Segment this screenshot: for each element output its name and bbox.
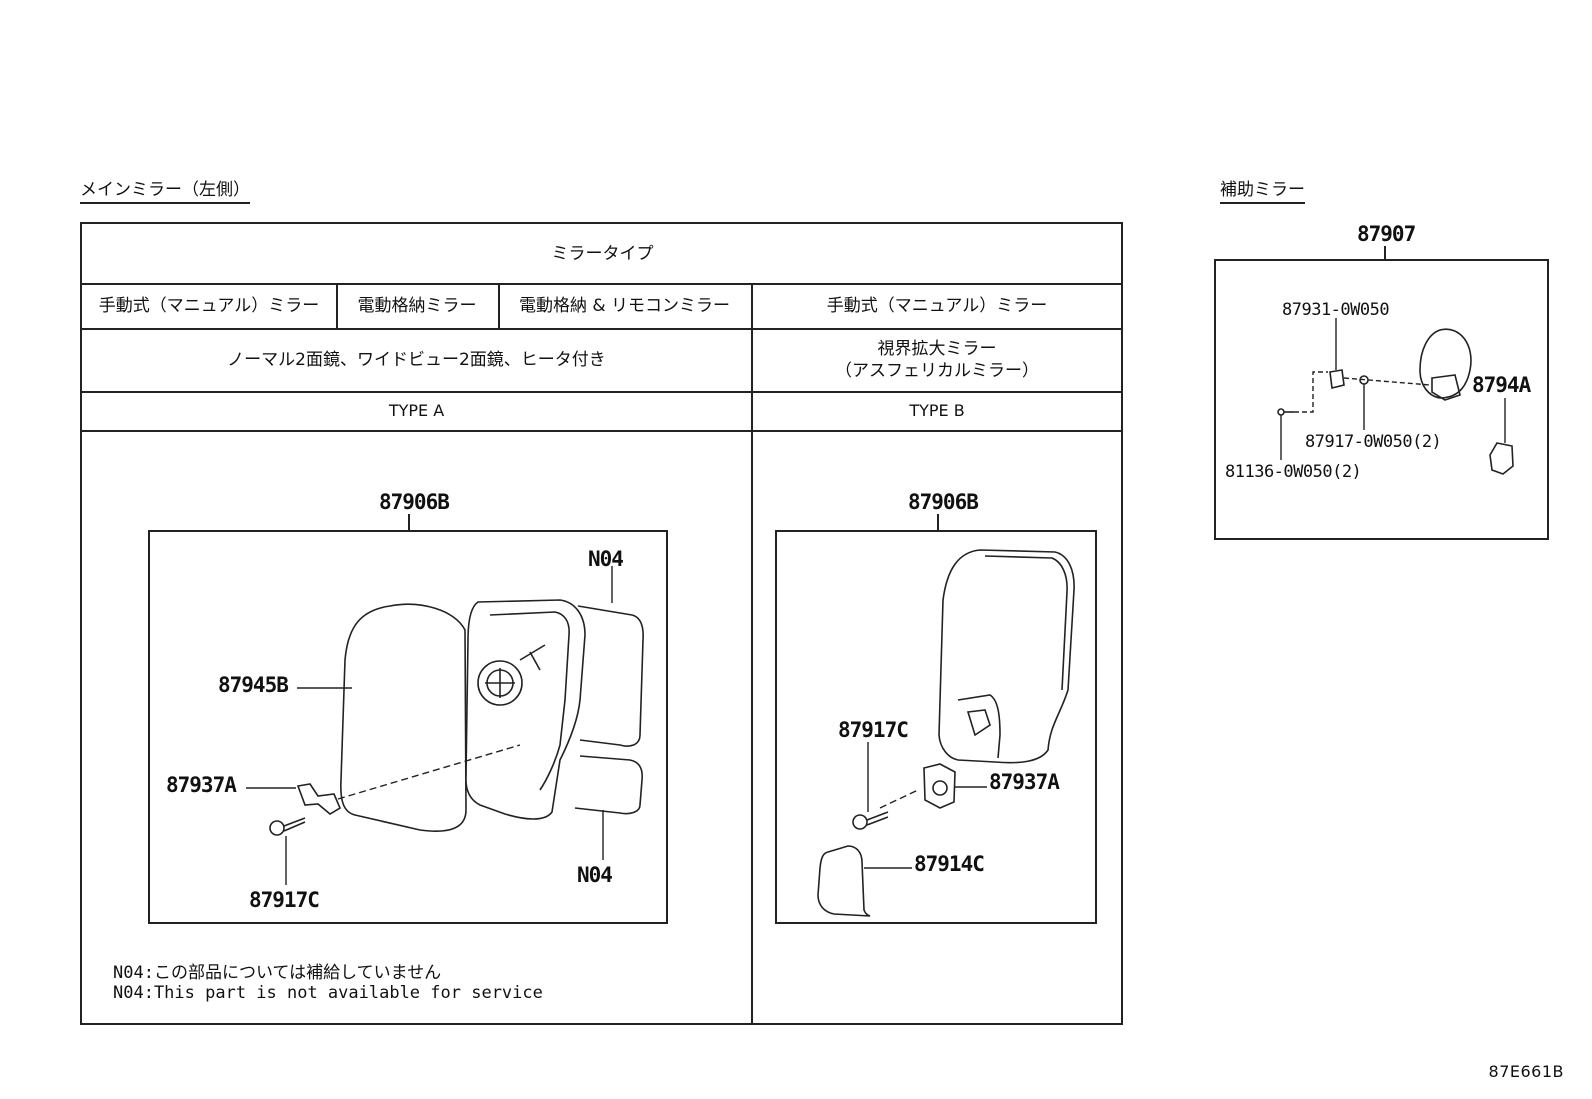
type-a-n04-bottom-label: N04 [577, 863, 613, 887]
note-jp: N04:この部品については補給していません [113, 963, 442, 983]
type-b-assembly-label: 87906B [908, 490, 979, 514]
aux-assembly-label: 87907 [1357, 222, 1416, 246]
table-header: ミラータイプ [551, 243, 654, 264]
mirror-housing-87906b [938, 549, 1075, 764]
type-b-drawing [817, 549, 1075, 917]
aux-box [1214, 259, 1549, 540]
type-power-fold-remote: 電動格納 & リモコンミラー [518, 296, 731, 316]
type-b-box [775, 530, 1097, 924]
aux-mirror-heading: 補助ミラー [1220, 180, 1305, 204]
diagram-id: 87E661B [1488, 1062, 1564, 1081]
type-a-n04-top-label: N04 [588, 547, 624, 571]
type-b-bracket-label: 87937A [989, 770, 1060, 794]
mirror-glass-87945b [340, 603, 467, 832]
type-a-mirror-label: 87945B [218, 673, 289, 697]
note-en: N04:This part is not available for servi… [113, 983, 543, 1003]
main-mirror-heading: メインミラー（左側） [80, 180, 250, 204]
features-b-line2: （アスフェリカルミラー） [835, 360, 1039, 381]
features-b: 視界拡大ミラー （アスフェリカルミラー） [751, 328, 1123, 391]
type-manual: 手動式（マニュアル）ミラー [98, 296, 320, 316]
type-b-cover-label: 87914C [914, 852, 985, 876]
type-a-screw-label: 87917C [249, 888, 320, 912]
aux-nut-label: 87917-0W050(2) [1305, 432, 1442, 452]
aux-bolt-label: 81136-0W050(2) [1225, 462, 1362, 482]
aux-stay-label: 8794A [1472, 373, 1531, 397]
type-a-drawing [269, 599, 644, 836]
type-manual-b: 手動式（マニュアル）ミラー [826, 296, 1048, 316]
type-a-box [148, 530, 668, 924]
features-a: ノーマル2面鏡、ワイドビュー2面鏡、ヒータ付き [227, 349, 606, 370]
cover-87914c [817, 845, 871, 917]
type-a-label: TYPE A [388, 400, 445, 420]
mirror-type-table: ミラータイプ 手動式（マニュアル）ミラー 電動格納ミラー 電動格納 & リモコン… [80, 222, 1123, 1025]
aux-drawing [1277, 328, 1514, 475]
type-b-label: TYPE B [909, 400, 965, 420]
type-a-bracket-label: 87937A [166, 773, 237, 797]
features-b-line1: 視界拡大ミラー [877, 338, 997, 359]
aux-bracket-label: 87931-0W050 [1282, 300, 1390, 320]
aux-mirror-head [1419, 328, 1472, 399]
type-b-screw-label: 87917C [838, 718, 909, 742]
type-a-assembly-label: 87906B [379, 490, 450, 514]
type-power-fold: 電動格納ミラー [357, 296, 477, 316]
aux-stay [1489, 442, 1514, 475]
